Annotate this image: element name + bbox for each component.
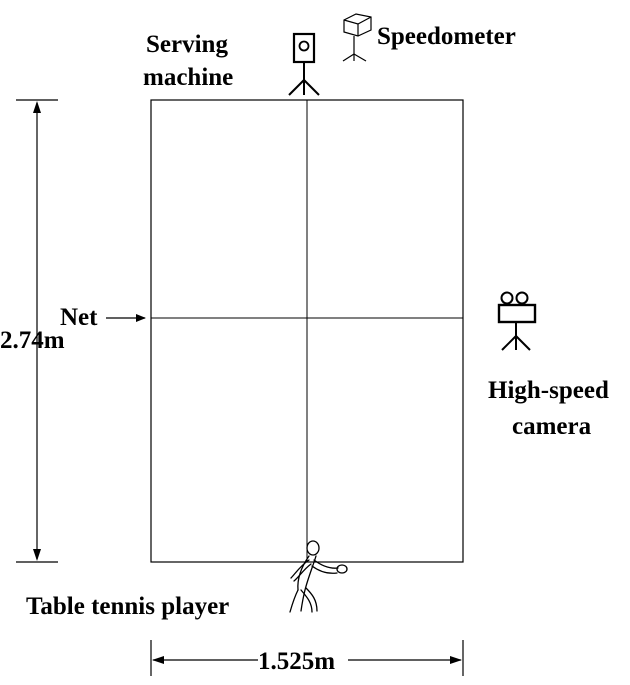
serving-machine-label-line1: Serving xyxy=(146,31,228,58)
length-dimension xyxy=(16,99,58,563)
high-speed-camera-label-line2: camera xyxy=(512,413,592,440)
serving-machine-label-line2: machine xyxy=(143,64,233,91)
width-dimension xyxy=(150,640,464,676)
high-speed-camera-label-line1: High-speed xyxy=(488,377,609,404)
table-tennis-player-icon xyxy=(289,540,348,613)
net-label: Net xyxy=(60,304,98,331)
table-width-label: 1.525m xyxy=(258,648,335,675)
serving-machine-icon xyxy=(288,32,320,96)
speedometer-label: Speedometer xyxy=(377,23,516,50)
table-length-label: 2.74m xyxy=(0,327,65,354)
player-label: Table tennis player xyxy=(26,593,229,620)
speedometer-icon xyxy=(342,13,372,62)
video-camera-icon xyxy=(497,291,537,351)
